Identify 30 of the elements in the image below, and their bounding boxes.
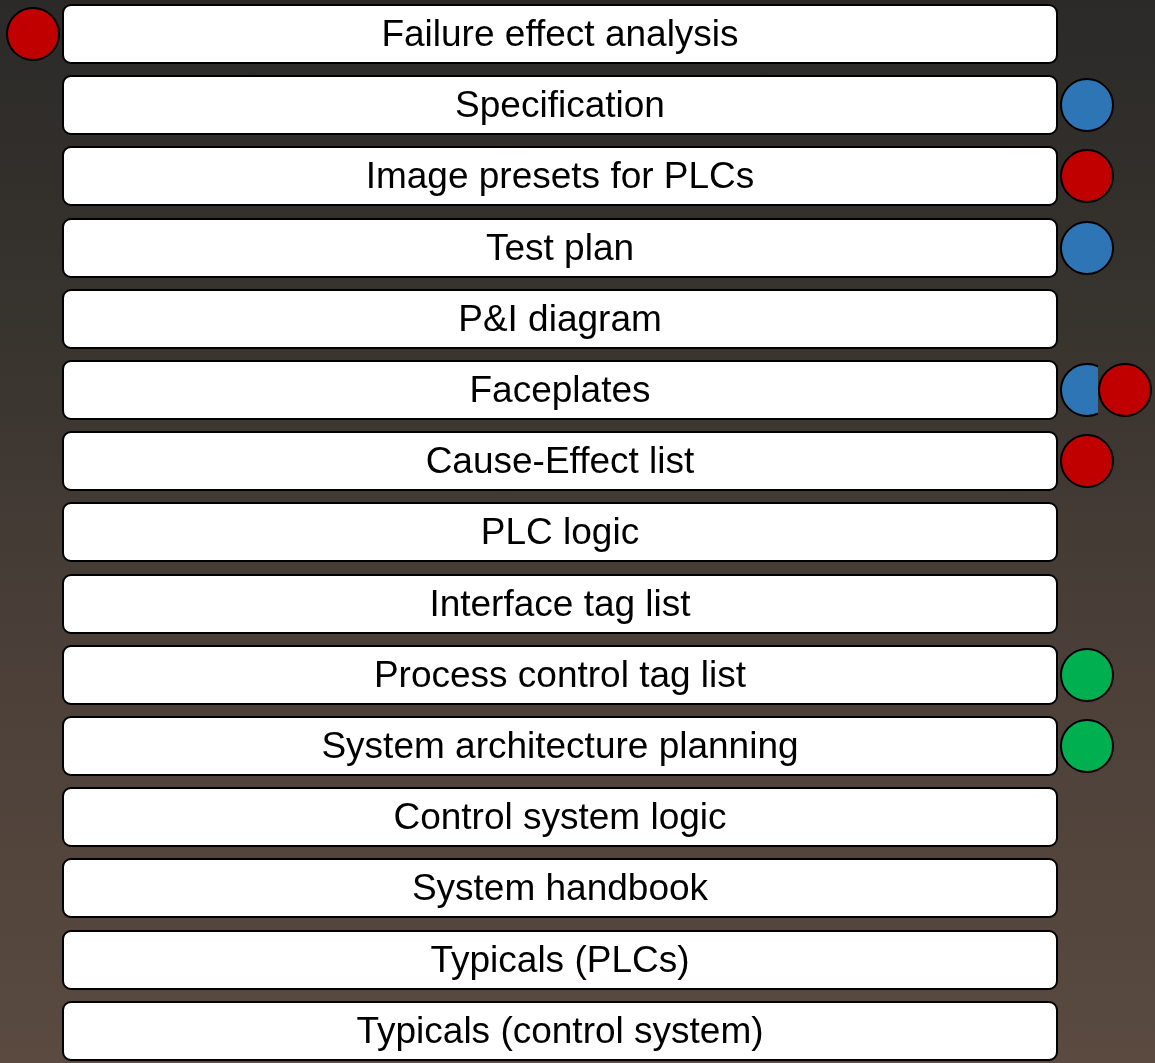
label-box [62, 217, 1058, 278]
label-box [62, 1000, 1058, 1061]
label-box [62, 288, 1058, 349]
label-box [62, 644, 1058, 705]
label-box [62, 75, 1058, 136]
label-box [62, 4, 1058, 64]
row-label: Control system logic [393, 796, 727, 839]
row-label: Cause-Effect list [425, 440, 695, 483]
row-label: Process control tag list [373, 653, 747, 696]
label-box [62, 502, 1058, 563]
row-label: System architecture planning [321, 725, 799, 767]
row-label: Image presets for PLCs [365, 155, 755, 198]
label-box [62, 858, 1058, 919]
label-box [62, 146, 1058, 207]
row-label: System handbook [411, 867, 709, 910]
label-box [62, 929, 1058, 990]
row-label: Faceplates [469, 369, 651, 411]
row-label: P&I diagram [458, 297, 662, 340]
row-label: Interface tag list [429, 582, 691, 625]
label-box [62, 787, 1058, 848]
label-box [62, 431, 1058, 492]
label-box [62, 360, 1058, 420]
row-label: Typicals (PLCs) [430, 938, 690, 981]
row-label: Test plan [485, 226, 635, 269]
row-label: Failure effect analysis [381, 13, 739, 55]
label-box [62, 716, 1058, 776]
label-box [62, 573, 1058, 634]
row-label: Specification [455, 84, 665, 127]
row-label: Typicals (control system) [356, 1009, 764, 1052]
row-label: PLC logic [480, 511, 640, 554]
